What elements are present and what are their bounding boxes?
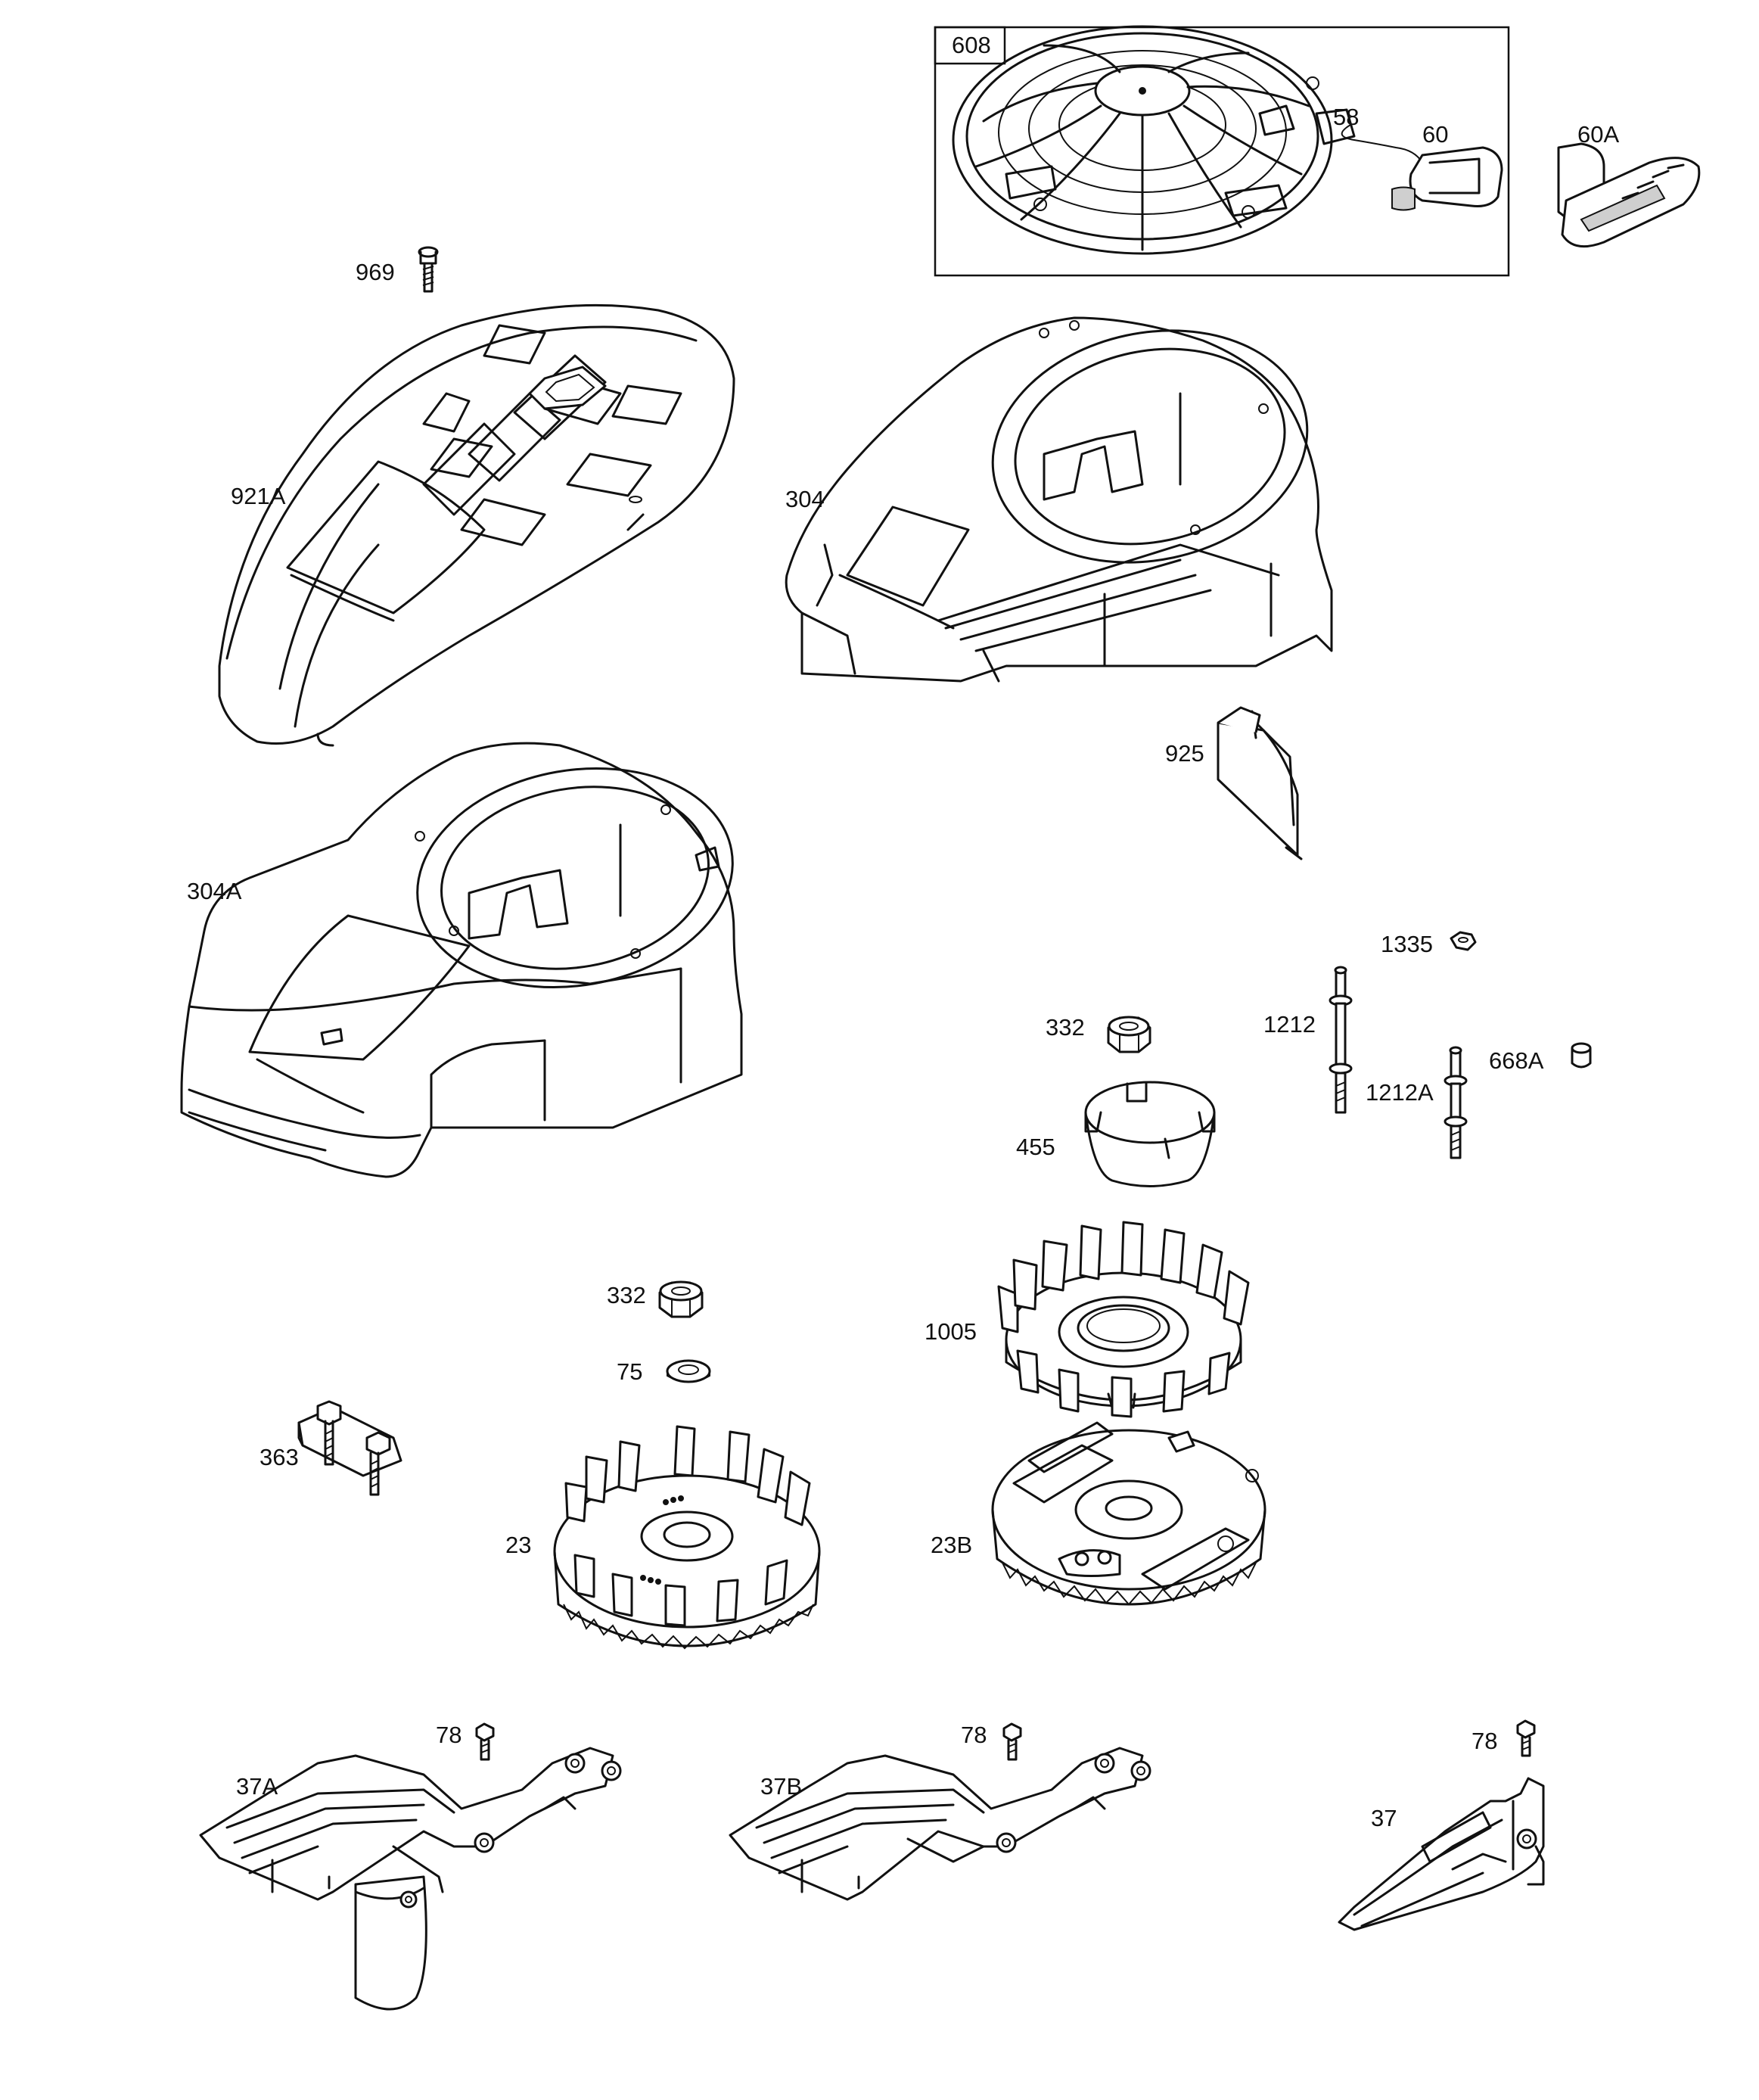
callout-60: 60 [1422, 121, 1448, 148]
callout-23B: 23B [931, 1532, 972, 1558]
part-363-armature-bracket [297, 1400, 402, 1496]
part-921A-engine-cover [218, 303, 735, 747]
part-332-nut-upper [1107, 1016, 1151, 1053]
part-37A-air-vane [199, 1747, 622, 2011]
callout-78-a: 78 [436, 1722, 462, 1748]
part-75-washer [666, 1359, 711, 1383]
part-60A-starter-handle [1557, 142, 1701, 248]
callout-60A: 60A [1577, 121, 1619, 148]
part-332-nut-lower [658, 1280, 704, 1318]
callout-668A: 668A [1489, 1047, 1544, 1074]
callout-363: 363 [259, 1444, 299, 1470]
callout-608: 608 [952, 32, 991, 58]
part-23-flywheel [553, 1425, 821, 1650]
part-969-screw [418, 246, 439, 293]
part-78-screw-c [1516, 1719, 1536, 1757]
part-1212-stud [1329, 966, 1353, 1114]
callout-455: 455 [1016, 1134, 1055, 1160]
part-37B-air-vane [729, 1747, 1151, 1901]
part-1005-fan [997, 1221, 1250, 1418]
part-1212A-stud [1444, 1046, 1468, 1159]
callout-58: 58 [1333, 104, 1359, 130]
callout-332-upper: 332 [1046, 1014, 1085, 1041]
part-23B-flywheel [991, 1421, 1266, 1606]
callout-304: 304 [785, 486, 825, 512]
part-304-blower-housing [785, 316, 1333, 683]
callout-969: 969 [356, 259, 395, 285]
callout-921A: 921A [231, 483, 286, 509]
callout-925: 925 [1165, 740, 1204, 767]
part-78-screw-b [1002, 1722, 1022, 1761]
callout-37A: 37A [236, 1773, 278, 1800]
callout-37: 37 [1371, 1805, 1397, 1831]
callout-1335: 1335 [1381, 931, 1433, 957]
part-608-rewind-starter [934, 25, 1510, 277]
callout-78-b: 78 [961, 1722, 987, 1748]
part-78-screw-a [475, 1722, 495, 1761]
callout-1212: 1212 [1263, 1011, 1316, 1038]
part-1335-nut [1450, 931, 1477, 951]
part-668A-spacer [1571, 1042, 1592, 1069]
callout-37B: 37B [760, 1773, 802, 1800]
part-37-air-vane [1338, 1777, 1545, 1931]
callout-1212A: 1212A [1366, 1079, 1434, 1106]
callout-1005: 1005 [925, 1318, 977, 1345]
callout-332-lower: 332 [607, 1282, 646, 1308]
callout-labels: 608 58 60 60A 969 921A 304 925 304A 1335… [187, 32, 1619, 1831]
part-925-air-guide [1217, 706, 1303, 860]
callout-23: 23 [505, 1532, 531, 1558]
callout-78-c: 78 [1472, 1728, 1497, 1754]
callout-304A: 304A [187, 878, 242, 904]
part-455-rotating-screen-cup [1084, 1081, 1216, 1187]
part-304A-blower-housing [180, 742, 743, 1178]
callout-75: 75 [617, 1358, 642, 1385]
